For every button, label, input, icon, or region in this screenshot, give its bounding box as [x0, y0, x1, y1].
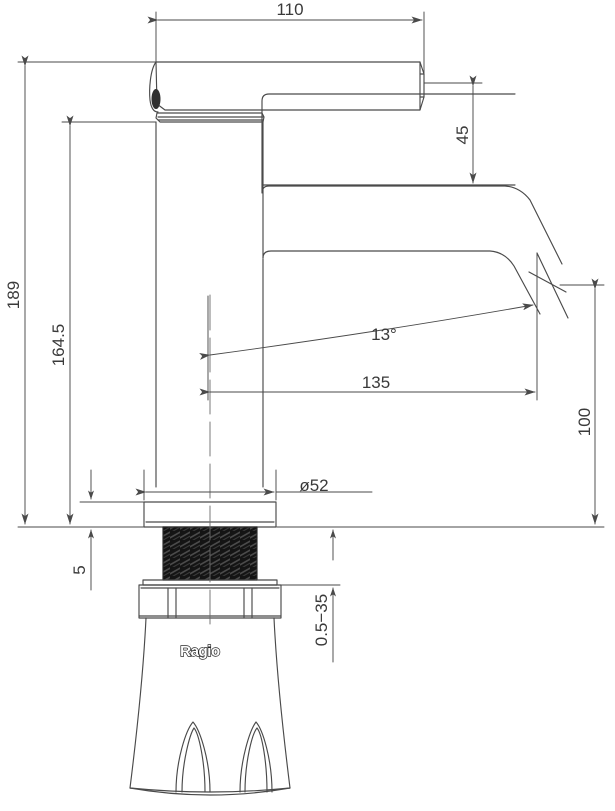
dim-label-164-5: 164.5	[49, 324, 68, 367]
dim-0-5-35	[276, 526, 341, 663]
dim-label-100: 100	[575, 408, 594, 436]
spout-upper	[261, 184, 563, 265]
dim-label-0-5-35: 0.5−35	[312, 594, 331, 646]
dim-label-110: 110	[276, 0, 303, 19]
lower-skirt	[129, 617, 291, 796]
brand-logo: Ragio	[180, 643, 220, 660]
spout-body	[262, 250, 569, 319]
dim-164-5	[61, 115, 157, 528]
dim-label-13-degree: 13°	[371, 325, 397, 344]
dim-label-d52: ø52	[299, 476, 328, 495]
handle-collar	[155, 112, 265, 123]
upper-body	[261, 93, 516, 186]
dim-189	[17, 55, 157, 528]
dim-110	[147, 11, 425, 75]
dim-label-135: 135	[362, 373, 390, 392]
dim-13-degree	[199, 303, 534, 360]
dim-label-5: 5	[70, 565, 89, 574]
neck-column	[155, 121, 264, 488]
dim-label-189: 189	[4, 281, 23, 309]
dim-label-45: 45	[453, 126, 472, 145]
dim-5	[79, 469, 145, 591]
dim-d52	[135, 469, 373, 501]
faucet-body-outline	[129, 61, 569, 796]
dimension-lines	[17, 11, 605, 663]
dim-45	[423, 75, 483, 187]
lever-handle	[149, 61, 425, 113]
